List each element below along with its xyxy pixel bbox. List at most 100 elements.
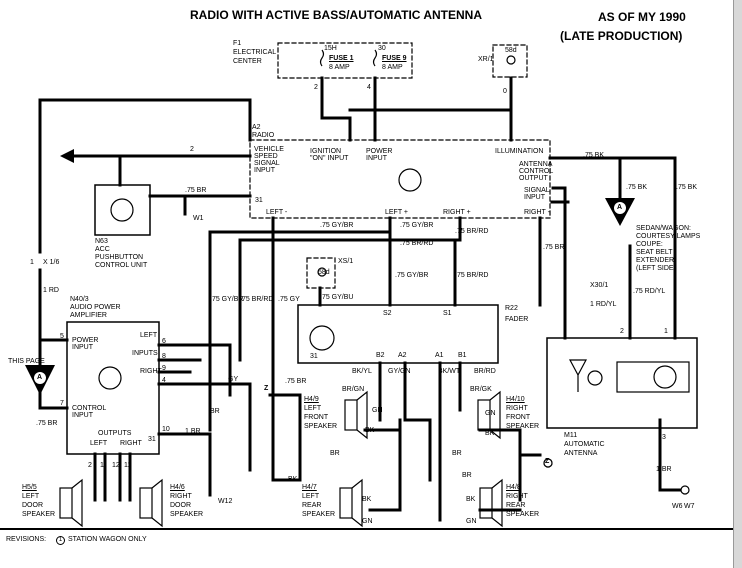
h48-name2: REAR [506, 502, 526, 509]
wire-1br-right: 1 BR [656, 466, 672, 473]
revisions-bar: REVISIONS: 1 STATION WAGON ONLY [0, 528, 734, 568]
wire-75bk-right: .75 BK [676, 184, 698, 191]
sedan-3: COUPE: [636, 241, 663, 248]
r22-name: FADER [505, 316, 529, 323]
n63-name1: ACC [95, 246, 110, 253]
n40-ctl-1: CONTROL [72, 405, 107, 412]
model-year-label: AS OF MY 1990 [598, 10, 686, 24]
a2-left-neg: LEFT - [266, 209, 288, 216]
pin-6: 6 [162, 338, 166, 345]
f1-id: F1 [233, 40, 242, 47]
xr1-id: XR/1 [478, 56, 494, 63]
h49-id: H4/9 [304, 396, 319, 403]
pin-5: 5 [60, 333, 64, 340]
h410-id: H4/10 [506, 396, 525, 403]
h48-id: H4/8 [506, 484, 521, 491]
a2-pwr-1: POWER [366, 148, 393, 155]
n40-name2: AMPLIFIER [70, 312, 107, 319]
a2-ign-1: IGNITION [310, 148, 342, 155]
wire-br-fader2: BR [330, 450, 340, 457]
fader-s2: S2 [383, 310, 392, 317]
a2-pwr-2: INPUT [366, 155, 387, 162]
xs1-id: XS/1 [338, 258, 354, 265]
a2-vss-4: INPUT [254, 167, 275, 174]
wire-2-vss: 2 [190, 146, 194, 153]
h55-name1: LEFT [22, 493, 40, 500]
wire-1-x16: 1 [30, 259, 34, 266]
wire-75bk-top: .75 BK [583, 152, 605, 159]
m11-id: M11 [564, 432, 578, 439]
wire-bkwt: BK/WT [438, 368, 461, 375]
wire-brgn: BR/GN [342, 386, 365, 393]
wire-brrd-side: .75 BR/RD [240, 296, 274, 303]
sedan-1: SEDAN/WAGON: [636, 225, 691, 232]
fuse1-label: FUSE 1 [329, 55, 354, 62]
x16-label: X 1/6 [43, 259, 60, 266]
amp-pin-11: 11 [124, 462, 132, 469]
revisions-num: 1 [56, 536, 65, 545]
wire-gybr-mid: .75 GY/BR [395, 272, 429, 279]
wire-rdyl-75: .75 RD/YL [633, 288, 666, 295]
fader-b1: B1 [458, 352, 467, 359]
wire-75bk-mid: .75 BK [626, 184, 648, 191]
revisions-label: REVISIONS: [6, 536, 47, 543]
h410-name3: SPEAKER [506, 423, 540, 430]
n40-out-left: LEFT [90, 440, 108, 447]
wire-bk-3: BK [362, 496, 372, 503]
a2-sig-1: SIGNAL [524, 187, 550, 194]
xr1-pin: 58d [505, 47, 517, 54]
a2-left-pos: LEFT + [385, 209, 409, 216]
n40-in-right: RIGHT [140, 368, 162, 375]
n40-name1: AUDIO POWER [70, 304, 121, 311]
h55-name3: SPEAKER [22, 511, 56, 518]
sedan-4: SEAT BELT [636, 249, 673, 256]
r22-id: R22 [505, 305, 518, 312]
x30-id: X30/1 [590, 282, 609, 289]
wire-bk-lower: BK [288, 476, 298, 483]
wire-4-fuse: 4 [367, 84, 371, 91]
pin-4: 4 [162, 377, 166, 384]
m11-pin-3: 3 [662, 434, 666, 441]
w12-label: W12 [218, 498, 233, 505]
fader-b2: B2 [376, 352, 385, 359]
wire-brrd-mid: .75 BR/RD [400, 240, 434, 247]
n40-ctl-2: INPUT [72, 412, 93, 419]
n40-out-right: RIGHT [120, 440, 142, 447]
conn-z-1: Z [264, 385, 269, 392]
wire-brgk: BR/GK [470, 386, 492, 393]
amp-pin-1: 1 [100, 462, 104, 469]
wire-gn-3: GN [362, 518, 373, 525]
n40-pwr-1: POWER [72, 337, 99, 344]
wire-gn-1: GN [372, 407, 383, 414]
w1-label: W1 [193, 215, 204, 222]
wire-rdyl-1: 1 RD/YL [590, 301, 617, 308]
sedan-2: COURTESY LAMPS [636, 233, 701, 240]
n40-inputs: INPUTS [132, 350, 158, 357]
h47-name3: SPEAKER [302, 511, 336, 518]
vertical-scrollbar[interactable] [733, 0, 742, 568]
f1-name1: ELECTRICAL [233, 49, 277, 56]
fuse1-amp: 8 AMP [329, 64, 350, 71]
n63-name2: PUSHBUTTON [95, 254, 144, 261]
wire-gybu: .75 GY/BU [320, 294, 354, 301]
a2-illum: ILLUMINATION [495, 148, 544, 155]
wire-gygn: GY/GN [388, 368, 411, 375]
wire-gn-2: GN [485, 410, 496, 417]
fuse9-pin: 30 [378, 45, 386, 52]
m11-name1: AUTOMATIC [564, 441, 605, 448]
n40-outputs: OUTPUTS [98, 430, 132, 437]
wire-br-amp: BR [210, 408, 220, 415]
wire-gybr-top2: .75 GY/BR [400, 222, 434, 229]
fader-31: 31 [310, 353, 318, 360]
wire-0-xr: 0 [503, 88, 507, 95]
amp-pin-12: 12 [112, 462, 120, 469]
wire-gy75: .75 GY [278, 296, 300, 303]
fuse9-amp: 8 AMP [382, 64, 403, 71]
h46-name3: SPEAKER [170, 511, 204, 518]
n63-name3: CONTROL UNIT [95, 262, 148, 269]
a2-vss-2: SPEED [254, 153, 278, 160]
xs1-pin: 58d [318, 269, 330, 276]
h48-name3: SPEAKER [506, 511, 540, 518]
fuse9-label: FUSE 9 [382, 55, 407, 62]
this-page: THIS PAGE [8, 358, 45, 365]
